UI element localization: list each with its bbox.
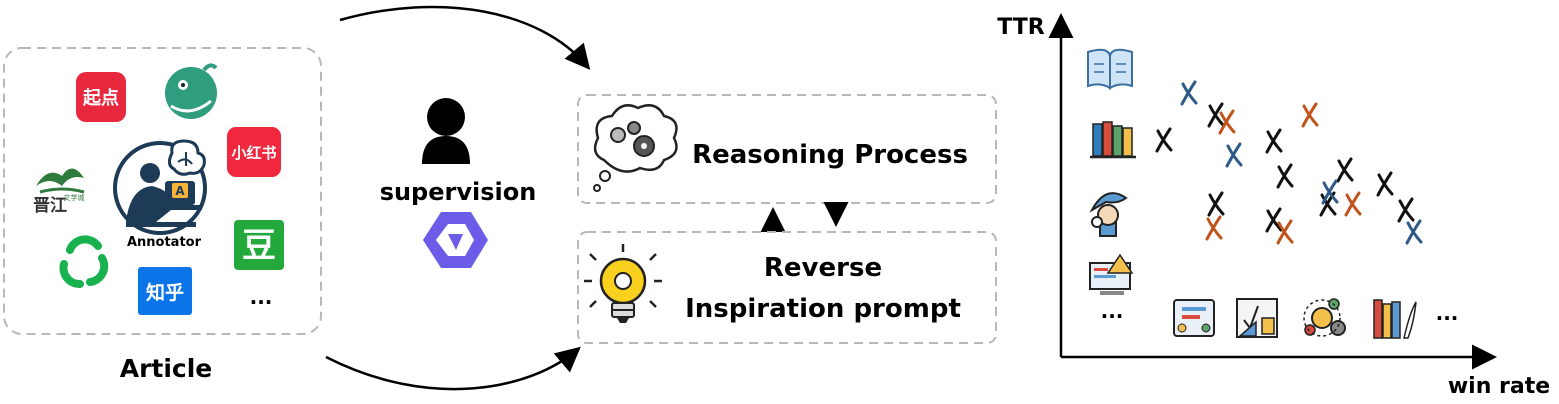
books-quill-icon (1373, 299, 1417, 339)
scatter-marks (1155, 80, 1423, 245)
scatter-point-0-0 (1155, 127, 1173, 153)
detective-icon (1089, 192, 1128, 237)
scatter-point-0-4 (1207, 191, 1225, 217)
x-axis-label: win rate (1448, 374, 1550, 399)
reverse-label-line2: Inspiration prompt (685, 294, 961, 324)
annotator-illustration: A (113, 139, 207, 235)
scatter-point-0-3 (1276, 163, 1294, 189)
annotator-badge: A (175, 184, 185, 198)
scatter-point-0-7 (1376, 171, 1394, 197)
scatter-point-0-1 (1207, 102, 1225, 128)
presentation-icon (1089, 253, 1134, 295)
xiaohongshu-logo: 小红书 (227, 127, 281, 177)
scatter-point-2-4 (1344, 191, 1362, 217)
reverse-panel (577, 231, 997, 344)
zhihu-logo-text: 知乎 (146, 281, 184, 304)
supervision-label: supervision (380, 178, 537, 206)
scatter-point-2-1 (1301, 102, 1319, 128)
xiaohongshu-logo-text: 小红书 (231, 144, 276, 162)
book-icon (1087, 48, 1133, 90)
reasoning-panel (577, 94, 997, 204)
scatter-point-1-3 (1405, 219, 1423, 245)
bookshelf-icon (1090, 121, 1136, 159)
idea-gears-icon (1303, 298, 1346, 337)
top-arrow (339, 5, 591, 70)
jinjiang-logo-subtext: 文学城 (64, 193, 85, 202)
scatter-point-2-3 (1276, 219, 1294, 245)
lightbulb-icon (584, 244, 662, 323)
article-ellipsis: ... (250, 285, 273, 309)
qidian-logo-text: 起点 (82, 87, 119, 109)
reverse-label-line1: Reverse (764, 253, 882, 283)
zhihu-logo: 知乎 (138, 267, 192, 315)
whale-logo (165, 63, 218, 119)
thinking-gears-icon (593, 104, 678, 192)
green-loop-logo (59, 235, 109, 288)
y-axis-label: TTR (997, 15, 1045, 40)
scatter-point-0-6 (1336, 157, 1354, 183)
scatter-point-1-1 (1225, 142, 1243, 168)
article-label: Article (120, 354, 213, 383)
plot-left-ellipsis: ... (1101, 299, 1124, 323)
scatter-point-1-2 (1321, 179, 1339, 205)
scatter-point-1-0 (1180, 80, 1198, 106)
scatter-point-0-9 (1397, 197, 1415, 223)
scatter-point-2-0 (1218, 109, 1236, 135)
person-icon (422, 98, 470, 164)
qwen-logo-icon (423, 212, 488, 268)
form-icon (1173, 299, 1215, 337)
math-tools-icon (1236, 298, 1278, 338)
reasoning-label: Reasoning Process (692, 140, 968, 170)
annotator-label: Annotator (127, 235, 202, 250)
scatter-point-0-2 (1265, 128, 1283, 154)
plot-bottom-ellipsis: ... (1436, 301, 1459, 325)
jinjiang-logo: 晋江 文学城 (33, 168, 85, 216)
qidian-logo: 起点 (76, 72, 126, 122)
scatter-point-0-5 (1265, 207, 1283, 233)
article-panel (3, 47, 322, 335)
scatter-point-2-2 (1205, 215, 1223, 241)
scatter-point-0-8 (1319, 191, 1337, 217)
bottom-arrow (325, 346, 581, 391)
douban-logo-text: 豆 (242, 226, 276, 266)
douban-logo: 豆 (234, 220, 284, 270)
jinjiang-logo-text: 晋江 (33, 196, 67, 216)
